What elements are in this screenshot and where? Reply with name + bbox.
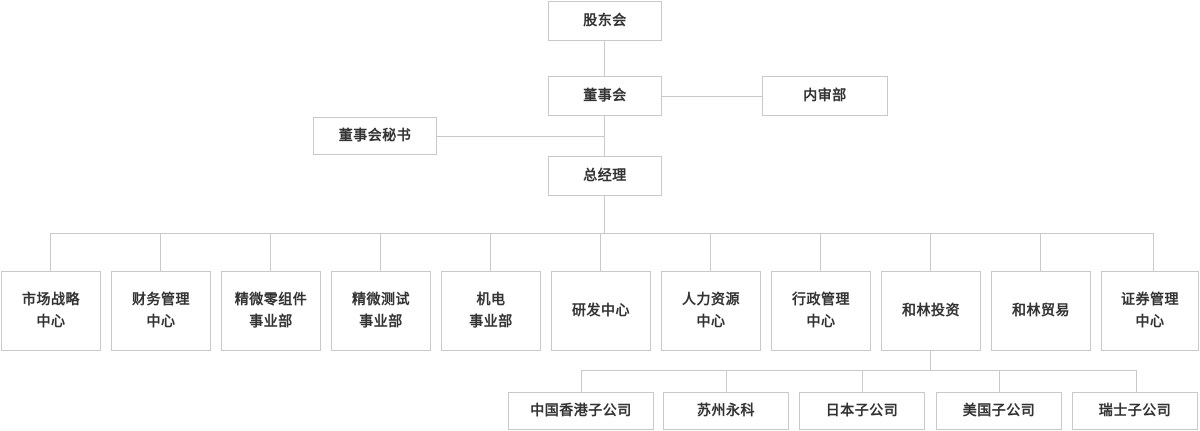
node-label: 和林投资 bbox=[902, 303, 960, 319]
node-label: 总经理 bbox=[583, 168, 627, 184]
connector-secretary-to-stem bbox=[437, 136, 605, 137]
node-subsidiary-3[interactable]: 日本子公司 bbox=[799, 392, 925, 430]
department-drop-3 bbox=[270, 233, 271, 271]
connector-gm-to-bar bbox=[604, 196, 605, 234]
subsidiary-drop-4 bbox=[999, 370, 1000, 392]
node-label: 董事会 bbox=[583, 88, 627, 104]
node-board-secretary[interactable]: 董事会秘书 bbox=[313, 117, 437, 155]
node-label: 研发中心 bbox=[572, 303, 630, 319]
department-drop-10 bbox=[1040, 233, 1041, 271]
node-label: 美国子公司 bbox=[962, 403, 1036, 419]
node-label: 董事会秘书 bbox=[338, 128, 412, 144]
node-label: 人力资源 中心 bbox=[682, 292, 740, 330]
node-general-manager[interactable]: 总经理 bbox=[548, 156, 662, 196]
node-department-9[interactable]: 和林投资 bbox=[881, 271, 981, 351]
node-label: 中国香港子公司 bbox=[530, 403, 632, 419]
department-drop-5 bbox=[490, 233, 491, 271]
node-department-7[interactable]: 人力资源 中心 bbox=[661, 271, 761, 351]
node-label: 日本子公司 bbox=[825, 403, 899, 419]
department-drop-6 bbox=[600, 233, 601, 271]
department-drop-7 bbox=[710, 233, 711, 271]
subsidiary-distribution-bar bbox=[581, 370, 1136, 371]
connector-helin-invest-to-sub-bar bbox=[930, 351, 931, 371]
node-label: 精微测试 事业部 bbox=[352, 292, 410, 330]
node-internal-audit[interactable]: 内审部 bbox=[762, 76, 888, 116]
node-label: 股东会 bbox=[583, 13, 627, 29]
node-department-1[interactable]: 市场战略 中心 bbox=[1, 271, 101, 351]
node-subsidiary-1[interactable]: 中国香港子公司 bbox=[508, 392, 654, 430]
node-label: 市场战略 中心 bbox=[22, 292, 80, 330]
node-board-of-directors[interactable]: 董事会 bbox=[548, 76, 662, 116]
node-label: 和林贸易 bbox=[1012, 303, 1070, 319]
node-department-5[interactable]: 机电 事业部 bbox=[441, 271, 541, 351]
department-distribution-bar bbox=[50, 233, 1154, 234]
node-subsidiary-2[interactable]: 苏州永科 bbox=[663, 392, 789, 430]
node-department-8[interactable]: 行政管理 中心 bbox=[771, 271, 871, 351]
department-drop-2 bbox=[160, 233, 161, 271]
node-shareholders-meeting[interactable]: 股东会 bbox=[548, 1, 662, 41]
department-drop-8 bbox=[820, 233, 821, 271]
node-department-3[interactable]: 精微零组件 事业部 bbox=[221, 271, 321, 351]
node-label: 机电 事业部 bbox=[469, 292, 513, 330]
subsidiary-drop-5 bbox=[1136, 370, 1137, 392]
node-department-6[interactable]: 研发中心 bbox=[551, 271, 651, 351]
connector-shareholders-to-board bbox=[604, 41, 605, 76]
department-drop-11 bbox=[1153, 233, 1154, 271]
node-label: 内审部 bbox=[803, 88, 847, 104]
node-label: 证券管理 中心 bbox=[1121, 292, 1179, 330]
node-label: 财务管理 中心 bbox=[132, 292, 190, 330]
node-department-11[interactable]: 证券管理 中心 bbox=[1101, 271, 1199, 351]
node-label: 瑞士子公司 bbox=[1098, 403, 1172, 419]
subsidiary-drop-1 bbox=[581, 370, 582, 392]
subsidiary-drop-3 bbox=[862, 370, 863, 392]
department-drop-4 bbox=[380, 233, 381, 271]
department-drop-1 bbox=[50, 233, 51, 271]
department-drop-9 bbox=[930, 233, 931, 271]
node-label: 苏州永科 bbox=[697, 403, 755, 419]
node-label: 精微零组件 事业部 bbox=[234, 292, 308, 330]
node-department-10[interactable]: 和林贸易 bbox=[991, 271, 1091, 351]
node-subsidiary-4[interactable]: 美国子公司 bbox=[936, 392, 1062, 430]
node-department-2[interactable]: 财务管理 中心 bbox=[111, 271, 211, 351]
node-label: 行政管理 中心 bbox=[792, 292, 850, 330]
subsidiary-drop-2 bbox=[726, 370, 727, 392]
connector-board-to-audit bbox=[662, 96, 762, 97]
node-subsidiary-5[interactable]: 瑞士子公司 bbox=[1072, 392, 1198, 430]
node-department-4[interactable]: 精微测试 事业部 bbox=[331, 271, 431, 351]
